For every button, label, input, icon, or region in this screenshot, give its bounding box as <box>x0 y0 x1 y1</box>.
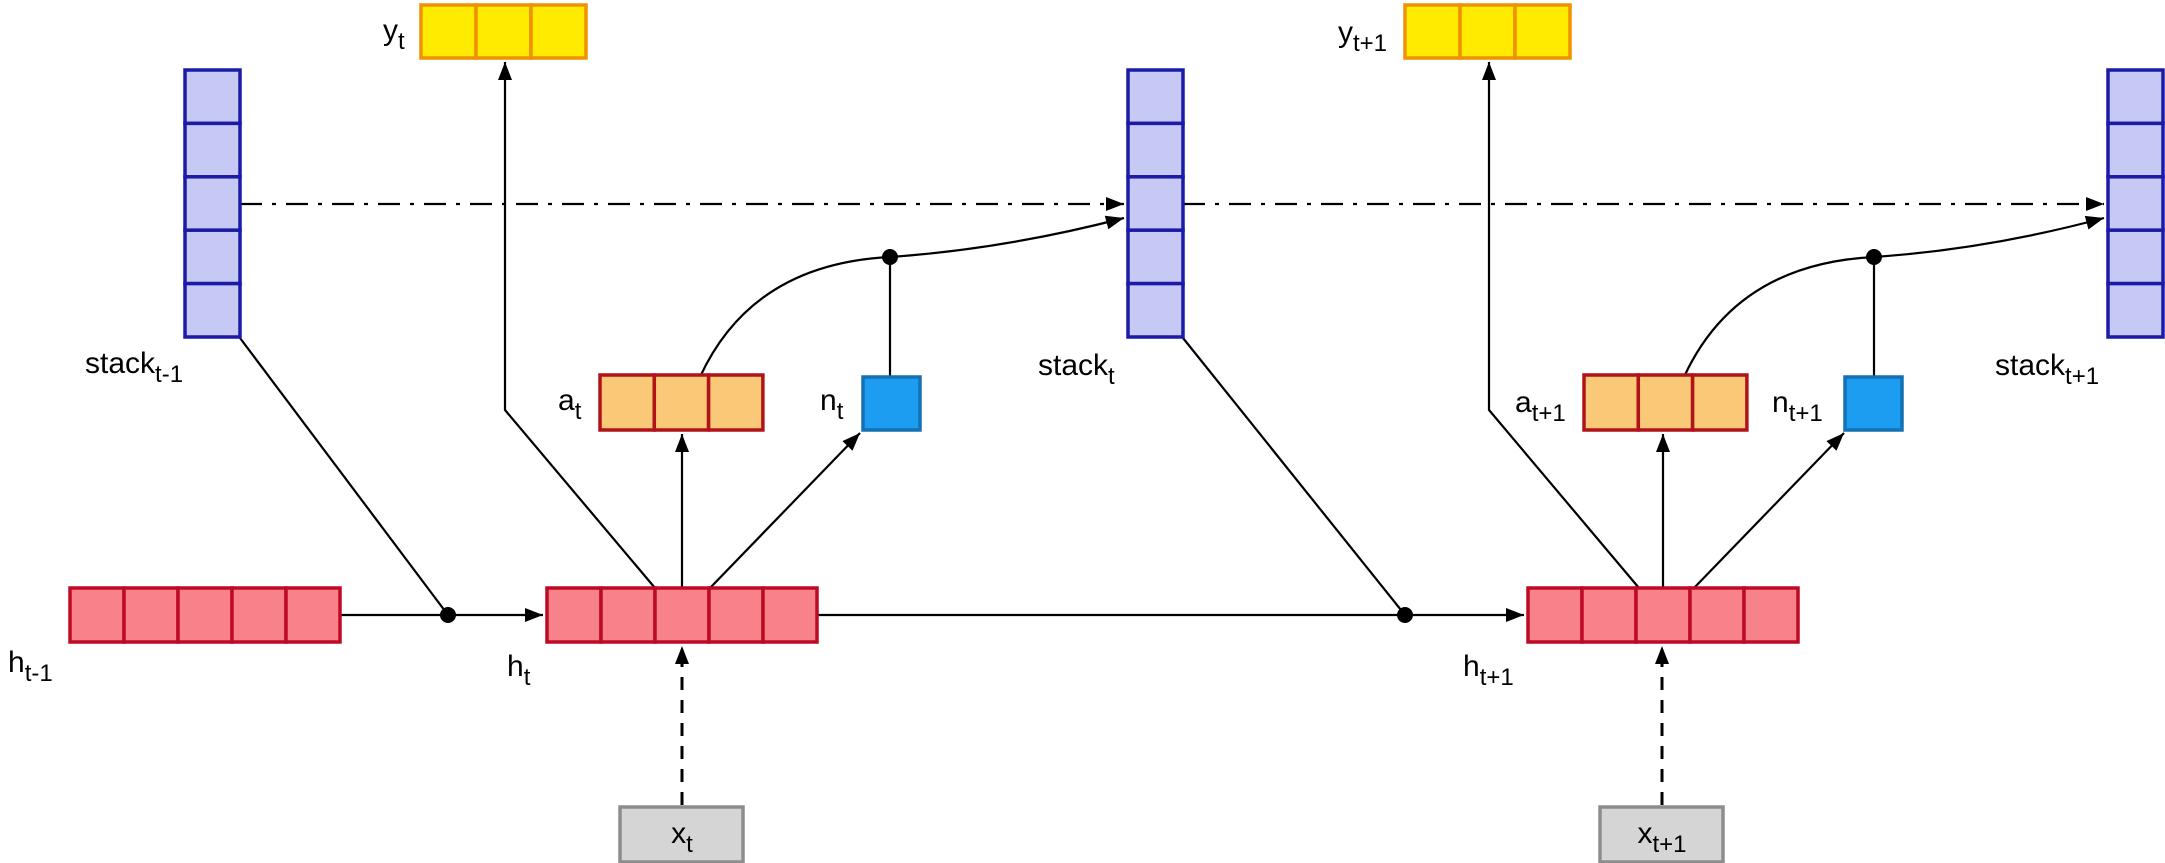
y-t-vector-cell <box>529 3 588 60</box>
stack-prev-vector-cell <box>183 175 242 232</box>
stack-next-label: stackt+1 <box>1995 349 2099 390</box>
a-next-vector <box>1582 373 1749 432</box>
stack-t-vector-cell <box>1126 228 1185 286</box>
junction-dot-push-t <box>882 249 898 265</box>
a-next-label: at+1 <box>1515 386 1566 427</box>
stack-t-vector-cell <box>1126 68 1185 126</box>
stack-t-vector-cell <box>1126 281 1185 339</box>
x-next-label: xt+1 <box>1637 817 1686 858</box>
h-prev-vector-cell <box>284 586 342 644</box>
stack-next-vector-cell <box>2106 228 2165 286</box>
junction-dot-h-t <box>1397 607 1413 623</box>
stack-prev-vector-cell <box>183 228 242 286</box>
h-next-vector-cell <box>1580 586 1638 644</box>
x-t-box <box>618 805 745 863</box>
n-t-box-cell <box>861 375 922 432</box>
stack-prev-vector-cell <box>183 121 242 179</box>
x-t-box-cell <box>618 805 745 863</box>
x-next-box-cell <box>1598 805 1725 863</box>
a-next-vector-cell <box>1690 373 1749 432</box>
stack-next-vector <box>2106 68 2165 339</box>
a-next-to-stack-curve <box>1683 255 1875 378</box>
h-next-vector-cell <box>1526 586 1584 644</box>
h-prev-vector-cell <box>230 586 288 644</box>
stack-prev-vector-cell <box>183 68 242 126</box>
stack-next-vector-cell <box>2106 281 2165 339</box>
h-next-vector-cell <box>1742 586 1800 644</box>
junction-dot-push-next <box>1866 249 1882 265</box>
a-t-vector-cell <box>706 373 765 432</box>
a-next-vector-cell <box>1636 373 1695 432</box>
h-t-vector <box>545 586 819 644</box>
a-t-vector <box>598 373 765 432</box>
stack-next-vector-cell <box>2106 68 2165 126</box>
a-t-to-stack-curve <box>699 255 891 378</box>
n-t-box <box>861 375 922 432</box>
stack-next-vector-cell <box>2106 175 2165 232</box>
stack-t-vector-cell <box>1126 175 1185 232</box>
a-t-vector-cell <box>598 373 657 432</box>
a-t-to-stack-arrow <box>889 215 1125 259</box>
y-t-label: yt <box>383 14 405 55</box>
stack-t-vector-cell <box>1126 121 1185 179</box>
n-next-box-cell <box>1843 375 1904 432</box>
a-t-vector-cell <box>652 373 711 432</box>
x-t-label: xt <box>671 817 693 858</box>
h-t-vector-cell <box>599 586 657 644</box>
h-t-label: ht <box>507 650 531 691</box>
stack-prev-label: stackt-1 <box>85 347 183 388</box>
y-t-vector-cell <box>474 3 533 60</box>
h-t-to-y-t-arrow <box>498 62 656 589</box>
a-next-vector-cell <box>1582 373 1641 432</box>
h-next-vector-cell <box>1688 586 1746 644</box>
stack-prev-to-junction-line <box>239 337 449 616</box>
y-t-vector <box>419 3 588 60</box>
h-t-vector-cell <box>545 586 603 644</box>
h-t-vector-cell <box>707 586 765 644</box>
stack-t-label: stackt <box>1038 349 1115 390</box>
h-prev-vector-cell <box>122 586 180 644</box>
stack-t-vector <box>1126 68 1185 339</box>
h-next-to-y-next-arrow <box>1482 62 1640 589</box>
h-prev-label: ht-1 <box>8 646 53 687</box>
a-next-to-stack-arrow <box>1873 215 2105 259</box>
h-next-vector-cell <box>1634 586 1692 644</box>
n-t-label: nt <box>820 384 844 425</box>
junction-dot-h-prev <box>440 607 456 623</box>
stack-next-vector-cell <box>2106 121 2165 179</box>
h-t-vector-cell <box>761 586 819 644</box>
h-next-label: ht+1 <box>1463 650 1514 691</box>
h-t-vector-cell <box>653 586 711 644</box>
a-t-label: at <box>558 384 582 425</box>
h-prev-vector-cell <box>176 586 234 644</box>
h-prev-vector-cell <box>68 586 126 644</box>
y-next-vector-cell <box>1458 3 1517 60</box>
y-next-vector-cell <box>1403 3 1462 60</box>
y-next-label: yt+1 <box>1338 16 1387 57</box>
junction-dots <box>440 249 1882 623</box>
h-next-vector <box>1526 586 1800 644</box>
n-next-box <box>1843 375 1904 432</box>
y-next-vector <box>1403 3 1572 60</box>
h-prev-vector <box>68 586 342 644</box>
y-next-vector-cell <box>1513 3 1572 60</box>
stack-t-to-junction-line <box>1182 337 1406 616</box>
stack-prev-vector-cell <box>183 281 242 339</box>
n-next-label: nt+1 <box>1772 386 1823 427</box>
h-t-to-n-t-arrow <box>709 432 861 589</box>
y-t-vector-cell <box>419 3 478 60</box>
connections <box>239 62 2105 805</box>
stack-prev-vector <box>183 68 242 339</box>
h-next-to-n-next-arrow <box>1693 432 1845 589</box>
x-next-box <box>1598 805 1725 863</box>
